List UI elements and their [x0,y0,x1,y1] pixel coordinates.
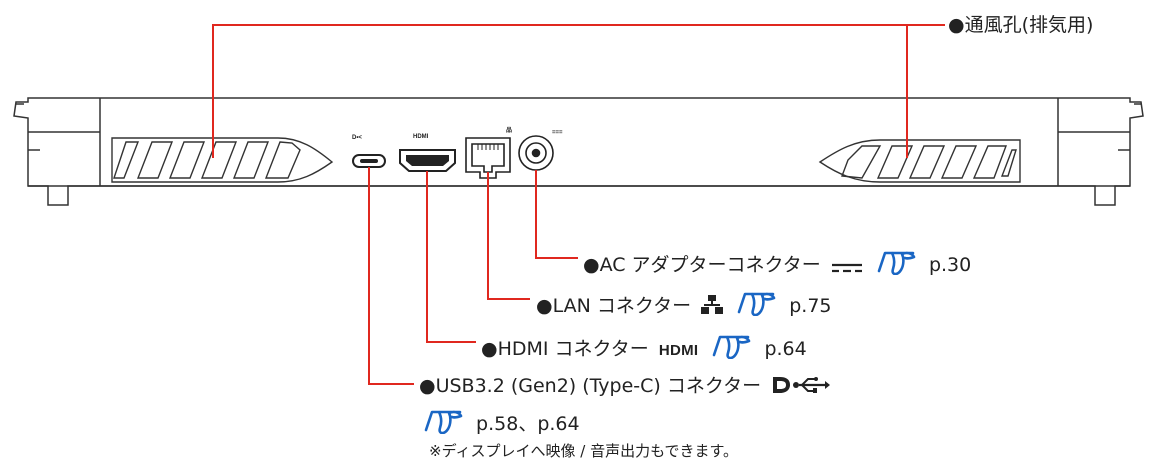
lan-callout-line [487,172,530,300]
dc-jack: === [518,130,563,171]
lan-page-ref[interactable]: p.75 [789,295,832,317]
usb-displayport-icon [773,377,831,393]
usb-label: ●USB3.2 (Gen2) (Type-C) コネクター [419,375,762,397]
usb-label-row: ●USB3.2 (Gen2) (Type-C) コネクター [419,375,835,396]
ac-callout-line [535,170,578,259]
laptop-body [13,97,1144,206]
right-vent [818,139,1021,183]
hdmi-page-ref[interactable]: p.64 [764,338,807,360]
lan-label-row: ●LAN コネクター p.75 [536,290,832,316]
usb-note: ※ディスプレイへ映像 / 音声出力もできます。 [429,442,739,460]
hdmi-callout-line [426,171,476,343]
usb-port-mark: D•< [352,135,362,141]
pointing-hand-icon [737,292,776,316]
vent-callout-line [212,24,945,158]
pointing-hand-icon [713,335,751,359]
pointing-hand-icon [877,251,916,275]
usb-c-port: D•< [352,135,386,168]
lan-icon [701,295,724,314]
callout-lines [212,24,945,385]
hdmi-symbol: HDMI [658,342,699,359]
lan-label: ●LAN コネクター [536,295,692,317]
usb-callout-line [368,167,414,385]
lan-port-mark: 品 [506,126,512,134]
hdmi-port: HDMI [399,134,456,172]
hdmi-port-mark: HDMI [413,134,429,140]
lan-port: 品 [465,126,512,179]
dc-power-icon [831,263,862,273]
vent-label: ●通風孔(排気用) [948,14,1094,36]
ac-label-row: ●AC アダプターコネクター p.30 [583,249,971,275]
usb-page-refs[interactable]: p.58、p.64 [476,413,580,435]
ac-page-ref[interactable]: p.30 [928,254,972,276]
usb-page-row: p.58、p.64 [424,408,580,434]
hdmi-label: ●HDMI コネクター [481,338,649,360]
ac-label: ●AC アダプターコネクター [583,254,821,276]
left-vent [111,137,334,183]
pointing-hand-icon [424,410,463,434]
dc-port-mark: === [552,130,563,136]
hdmi-label-row: ●HDMI コネクター HDMI p.64 [481,333,807,359]
